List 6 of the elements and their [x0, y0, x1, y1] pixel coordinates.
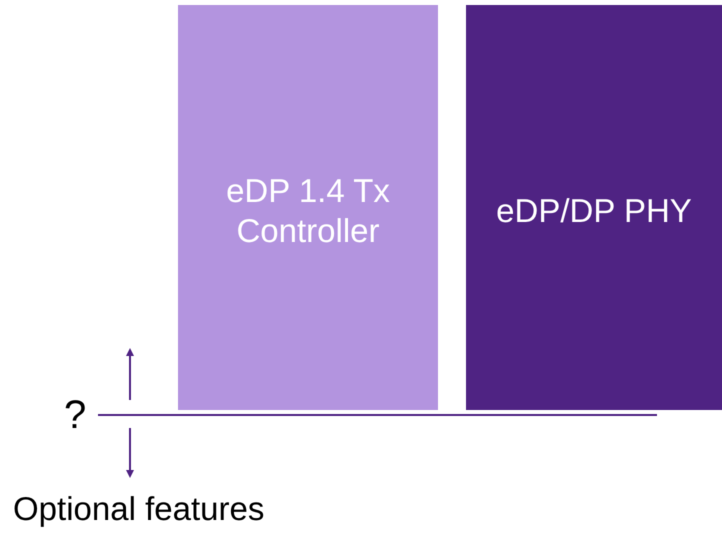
block-label: eDP/DP PHY: [495, 191, 693, 231]
block-box: [466, 5, 722, 410]
text-label: Optional features: [13, 492, 264, 525]
block-box: [178, 5, 438, 410]
text-label: ?: [64, 395, 86, 435]
block-label: eDP 1.4 Tx Controller: [225, 171, 391, 251]
